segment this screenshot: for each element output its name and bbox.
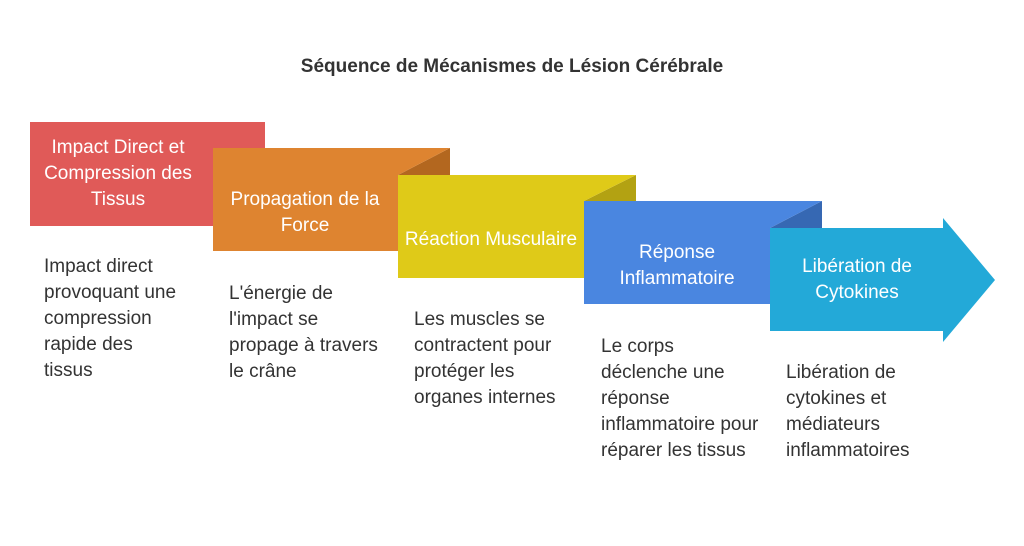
step-5-arrow bbox=[770, 218, 995, 342]
step-3-label: Réaction Musculaire bbox=[404, 228, 578, 250]
step-1-description: Impact direct provoquant une compression… bbox=[44, 256, 177, 381]
diagram-title: Séquence de Mécanismes de Lésion Cérébra… bbox=[300, 56, 724, 77]
step-4-block bbox=[584, 201, 822, 304]
step-2-label: Propagation de la Force bbox=[230, 189, 380, 236]
step-2-description: L'énergie de l'impact se propage à trave… bbox=[229, 283, 378, 382]
step-5-label: Libération de Cytokines bbox=[802, 256, 912, 303]
step-1-label: Impact Direct et Compression des Tissus bbox=[44, 137, 192, 210]
step-4-description: Le corps déclenche une réponse inflammat… bbox=[601, 336, 759, 461]
step-4-label: Réponse Inflammatoire bbox=[619, 242, 735, 289]
step-2-block bbox=[213, 148, 450, 251]
step-3-description: Les muscles se contractent pour protéger… bbox=[414, 309, 556, 408]
step-3-block bbox=[398, 175, 636, 278]
step-5-description: Libération de cytokines et médiateurs in… bbox=[786, 362, 910, 461]
